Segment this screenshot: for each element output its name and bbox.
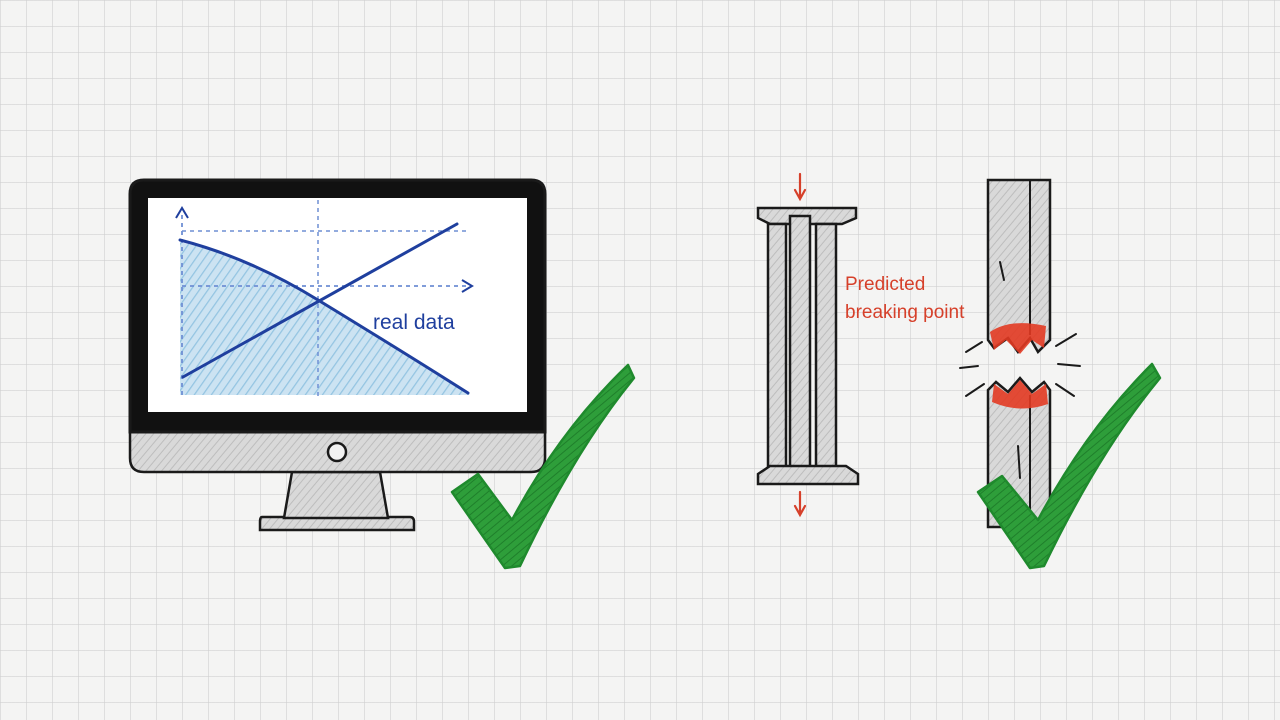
chart-y-axis-arrow [175, 206, 189, 219]
monitor-power-button [326, 441, 348, 463]
i-beam-icon [756, 172, 860, 518]
stress-zone-lower [992, 380, 1048, 409]
predicted-breaking-point-label: Predicted breaking point [845, 274, 965, 323]
predicted-label-line1: Predicted [845, 274, 925, 295]
chart-x-axis-arrow [461, 279, 474, 293]
screen-chart: real data [175, 200, 474, 398]
predicted-label-line2: breaking point [845, 302, 965, 323]
stress-zone-upper [990, 323, 1046, 354]
beam-web-center [788, 214, 812, 470]
checkmark-icon-right [976, 362, 1162, 570]
beam-web-right [814, 222, 838, 470]
chart-line-ascending [181, 222, 459, 379]
monitor-stand-base [258, 515, 416, 532]
beam-top-arrow [793, 172, 807, 202]
crack-burst-lines [959, 261, 1081, 479]
checkmark-icon [450, 363, 636, 570]
chart-label-real-data: real data [373, 311, 455, 334]
beam-bottom-flange [756, 464, 860, 486]
beam-web-left [766, 222, 788, 470]
monitor-stand-neck [282, 470, 390, 520]
broken-beam-icon [959, 178, 1081, 529]
beam-bottom-arrow [793, 490, 807, 518]
chart-shaded-area [180, 242, 470, 395]
